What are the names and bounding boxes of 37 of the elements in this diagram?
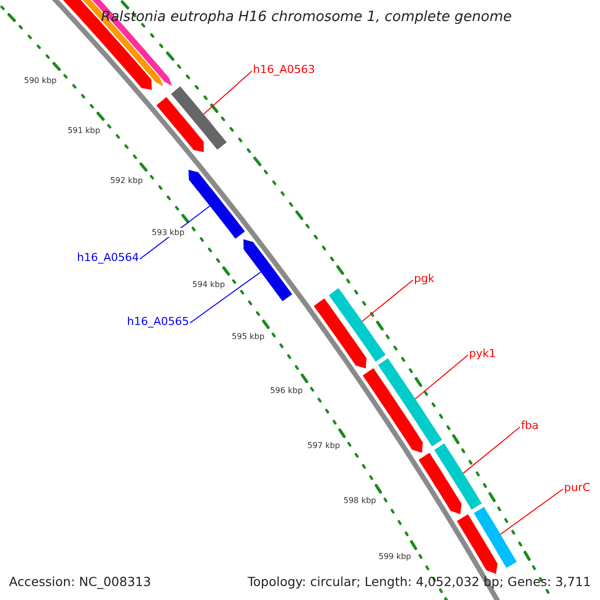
genome-info-text: Topology: circular; Length: 4,052,032 bp; Genes: 3,711 bbox=[248, 574, 591, 589]
scale-label: 590 kbp bbox=[24, 76, 57, 86]
leader-line bbox=[414, 354, 468, 400]
gene-feature bbox=[314, 298, 366, 368]
gene-feature bbox=[474, 506, 517, 568]
gene-feature bbox=[434, 443, 482, 510]
gene-feature bbox=[362, 368, 423, 453]
leader-line bbox=[203, 70, 252, 115]
leader-line bbox=[500, 488, 564, 535]
gene-label: h16_A0563 bbox=[253, 63, 315, 76]
gene-feature bbox=[378, 358, 442, 446]
leader-line bbox=[140, 206, 210, 260]
gene-label: purC bbox=[564, 481, 590, 494]
scale-label: 599 kbp bbox=[378, 552, 412, 562]
gene-label: h16_A0565 bbox=[127, 315, 189, 328]
scale-label: 593 kbp bbox=[152, 228, 184, 238]
gene-label: fba bbox=[521, 419, 539, 432]
leader-line bbox=[190, 272, 262, 324]
scale-label: 591 kbp bbox=[68, 126, 100, 136]
gene-feature bbox=[328, 288, 386, 362]
gene-feature bbox=[188, 170, 245, 239]
scale-label: 598 kbp bbox=[344, 496, 376, 506]
gene-feature bbox=[171, 86, 227, 150]
gene-label: h16_A0564 bbox=[77, 251, 139, 264]
gene-feature bbox=[243, 239, 292, 302]
leader-line bbox=[362, 280, 414, 322]
scale-label: 595 kbp bbox=[232, 332, 264, 342]
accession-text: Accession: NC_008313 bbox=[9, 574, 152, 589]
scale-label: 597 kbp bbox=[307, 440, 340, 450]
scale-label: 592 kbp bbox=[110, 176, 143, 186]
gene-label: pyk1 bbox=[469, 347, 496, 360]
gene-feature bbox=[156, 97, 204, 152]
scale-label: 594 kbp bbox=[192, 280, 225, 290]
gene-feature bbox=[456, 514, 498, 574]
gene-label: pgk bbox=[414, 272, 434, 286]
gene-feature bbox=[418, 452, 462, 514]
scale-label: 596 kbp bbox=[270, 386, 303, 396]
